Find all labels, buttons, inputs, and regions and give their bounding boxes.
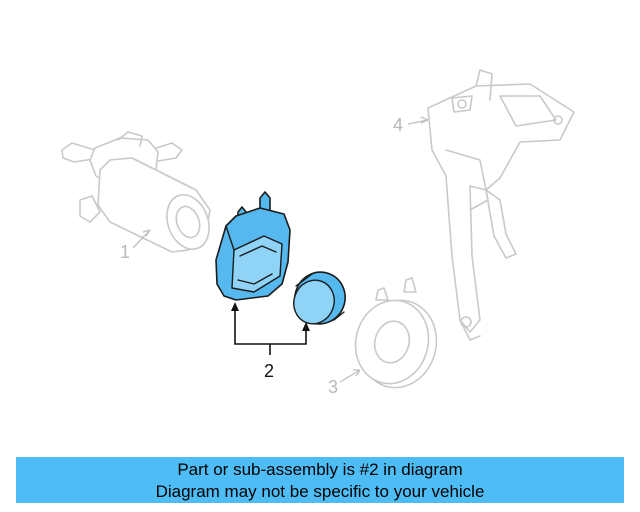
callout-2-arrow-right	[302, 322, 310, 331]
callout-2-arrow-left	[231, 302, 239, 311]
part-3-lock-ring	[354, 277, 438, 389]
leader-lines	[132, 116, 429, 383]
part-2-seal-ring	[293, 271, 346, 325]
info-banner: Part or sub-assembly is #2 in diagram Di…	[16, 457, 624, 503]
callout-1: 1	[120, 242, 130, 262]
callout-4: 4	[393, 115, 403, 135]
part-4-bracket	[427, 69, 575, 341]
callout-2: 2	[264, 361, 274, 381]
banner-line-1: Part or sub-assembly is #2 in diagram	[177, 460, 463, 479]
banner-line-2: Diagram may not be specific to your vehi…	[155, 482, 485, 501]
callout-3: 3	[328, 377, 338, 397]
callout-labels: 1 2 3 4	[120, 115, 403, 397]
part-1-ignition-housing	[61, 131, 211, 253]
part-2-switch-module	[215, 191, 291, 301]
